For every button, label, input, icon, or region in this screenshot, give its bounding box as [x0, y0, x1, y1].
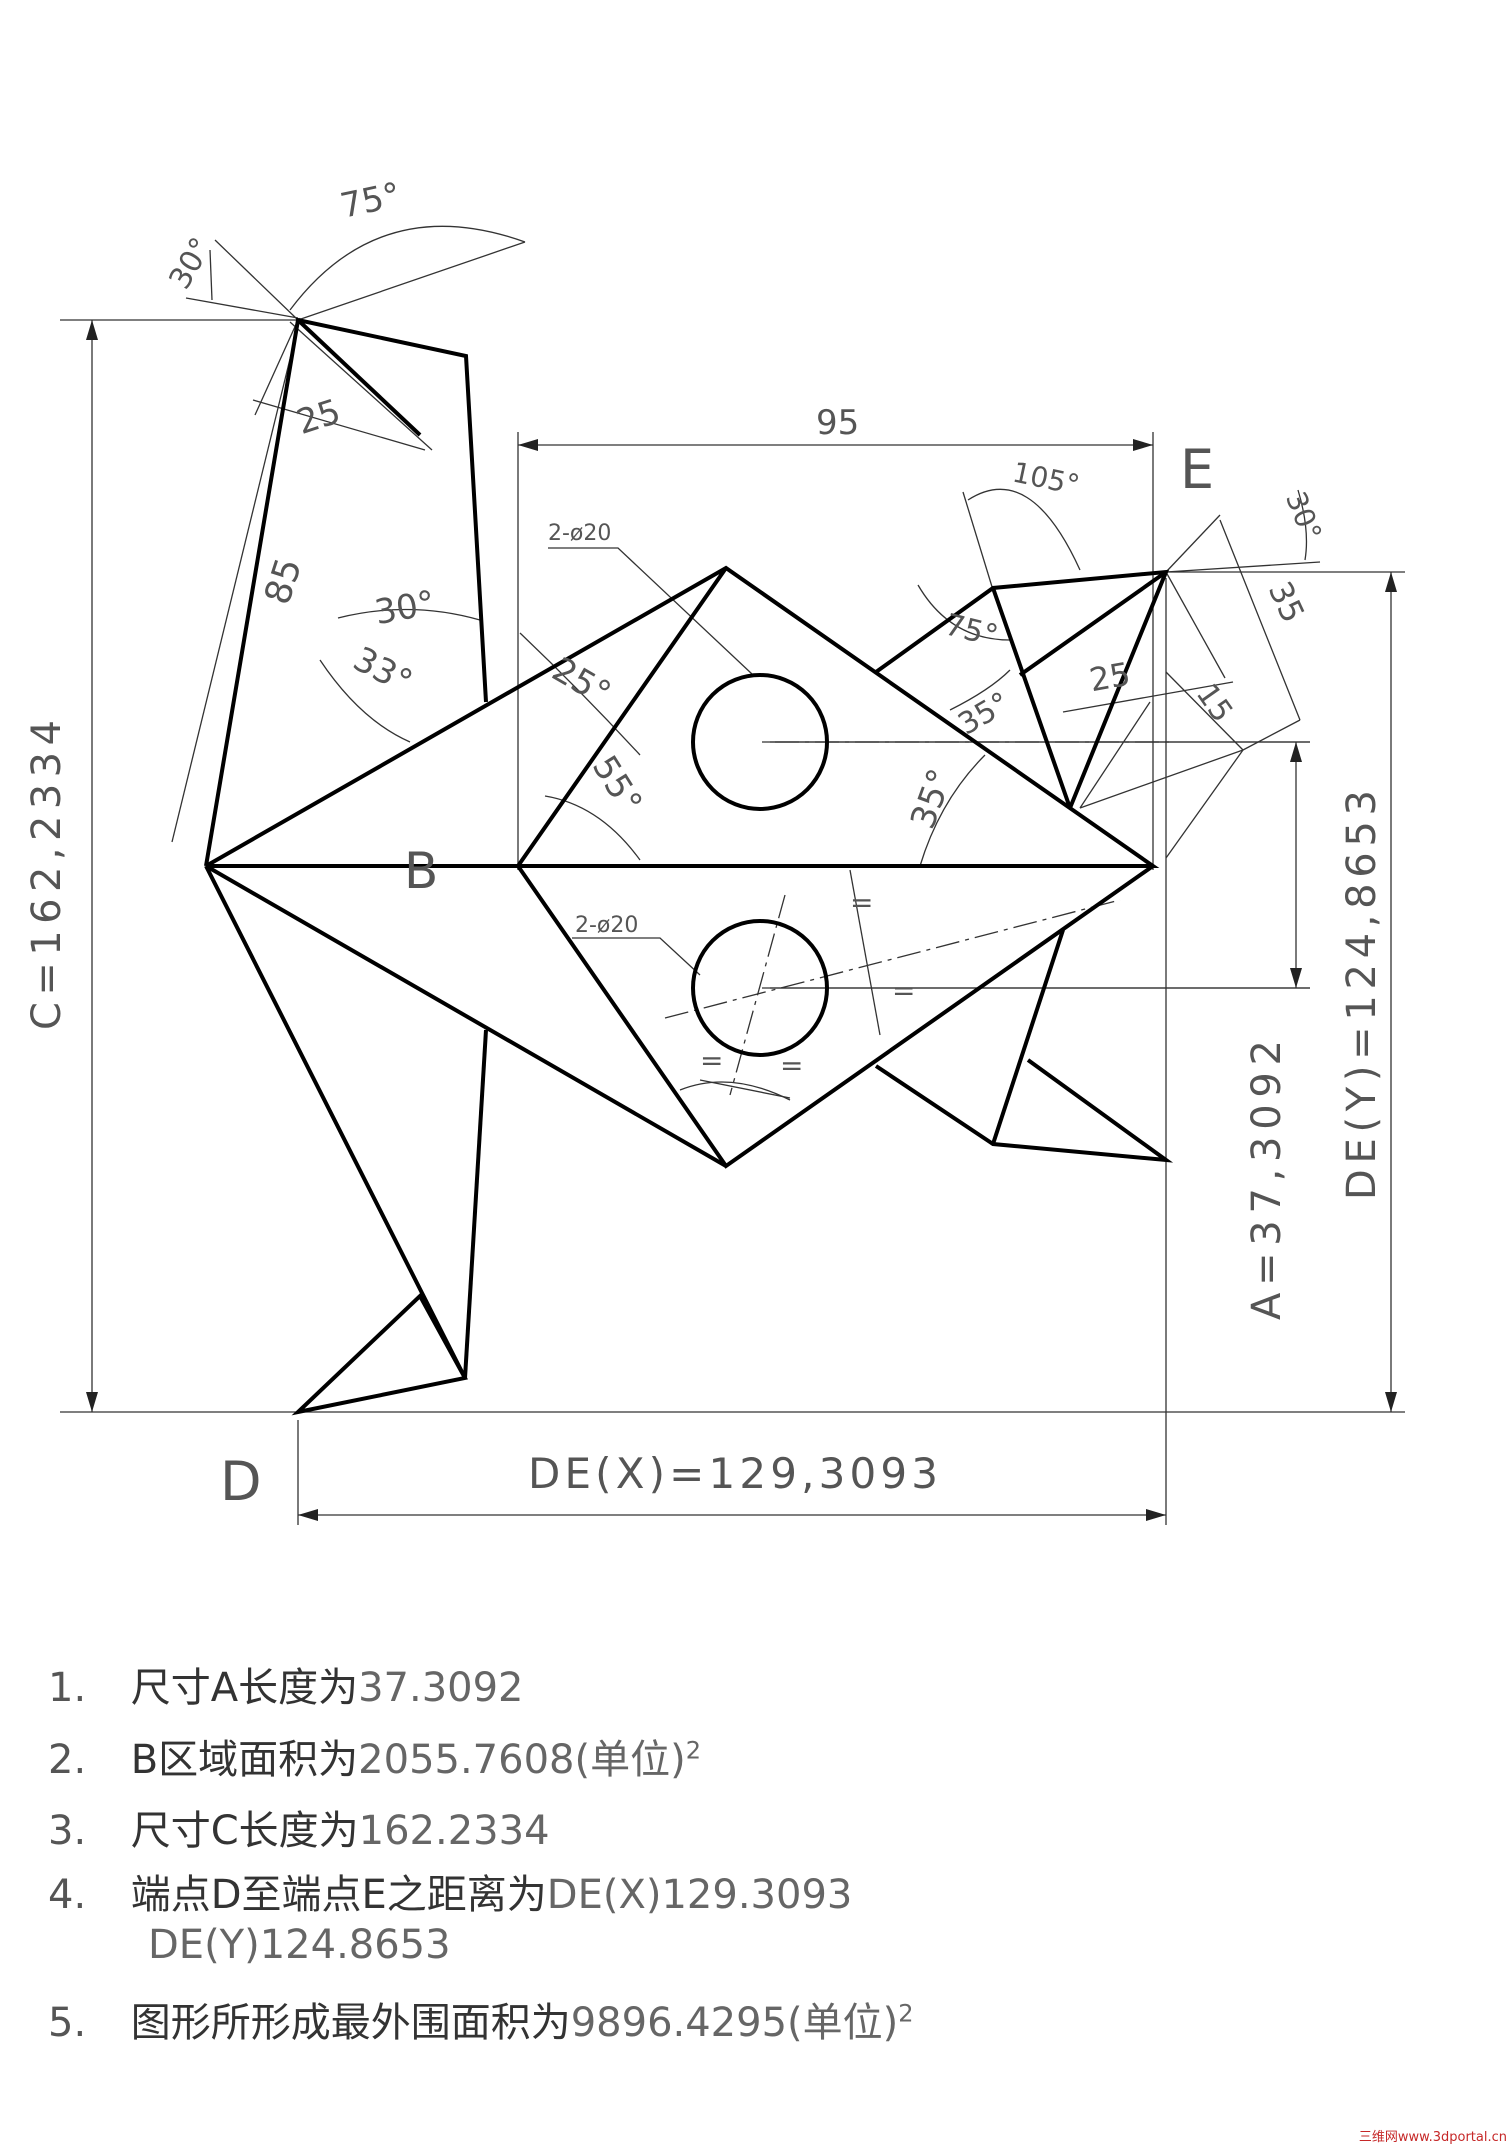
point-D: D: [220, 1450, 262, 1513]
len-95: 95: [816, 403, 859, 443]
note-2: 2. B区域面积为2055.7608(单位)2: [48, 1736, 701, 1783]
dimension-texts: 75° 30° 25 85 30° 33° 95 2-ø20 2-ø20 25°…: [24, 175, 1385, 1513]
dim-DEY: DE(Y)=124,8653: [1339, 790, 1385, 1200]
equal-mark-2: =: [892, 974, 915, 1007]
dim-DEX: DE(X)=129,3093: [528, 1449, 938, 1498]
note-3: 3. 尺寸C长度为162.2334: [48, 1808, 550, 1854]
angle-105: 105°: [1010, 456, 1083, 502]
note-4: 4. 端点D至端点E之距离为DE(X)129.3093: [48, 1872, 853, 1918]
angle-25: 25°: [545, 650, 617, 715]
holes-bottom-label: 2-ø20: [575, 913, 638, 938]
point-B: B: [404, 842, 438, 900]
len-25-top: 25: [292, 392, 346, 443]
note-4-continuation: DE(Y)124.8653: [148, 1922, 451, 1968]
len-85: 85: [257, 553, 310, 609]
holes-top-label: 2-ø20: [548, 521, 611, 546]
object-outline: [204, 317, 1174, 1416]
note-5: 5. 图形所形成最外围面积为9896.4295(单位)2: [48, 1999, 914, 2046]
len-25-right: 25: [1086, 655, 1133, 699]
dim-C: C=162,2334: [24, 720, 70, 1030]
hole-top: [691, 673, 829, 811]
arrow-heads: [86, 320, 1397, 1521]
angle-75-top: 75°: [337, 175, 404, 227]
equal-mark-1: =: [850, 886, 873, 919]
equal-mark-3: =: [700, 1044, 723, 1077]
dim-A: A=37,3092: [1244, 1040, 1290, 1320]
angle-33: 33°: [347, 639, 419, 703]
dimension-lines: [60, 225, 1405, 1525]
angle-75-right: 75°: [941, 607, 1001, 654]
angle-30-right: 30°: [1279, 487, 1328, 545]
point-E: E: [1180, 438, 1214, 501]
note-1: 1. 尺寸A长度为37.3092: [48, 1665, 524, 1711]
hole-bottom: [691, 919, 829, 1057]
watermark: 三维网www.3dportal.cn: [1358, 2130, 1507, 2145]
len-35: 35: [1261, 576, 1313, 629]
angle-35-center: 35°: [903, 764, 961, 834]
equal-mark-4: =: [780, 1049, 803, 1082]
angle-30-mid: 30°: [372, 583, 438, 633]
len-15: 15: [1189, 677, 1240, 728]
